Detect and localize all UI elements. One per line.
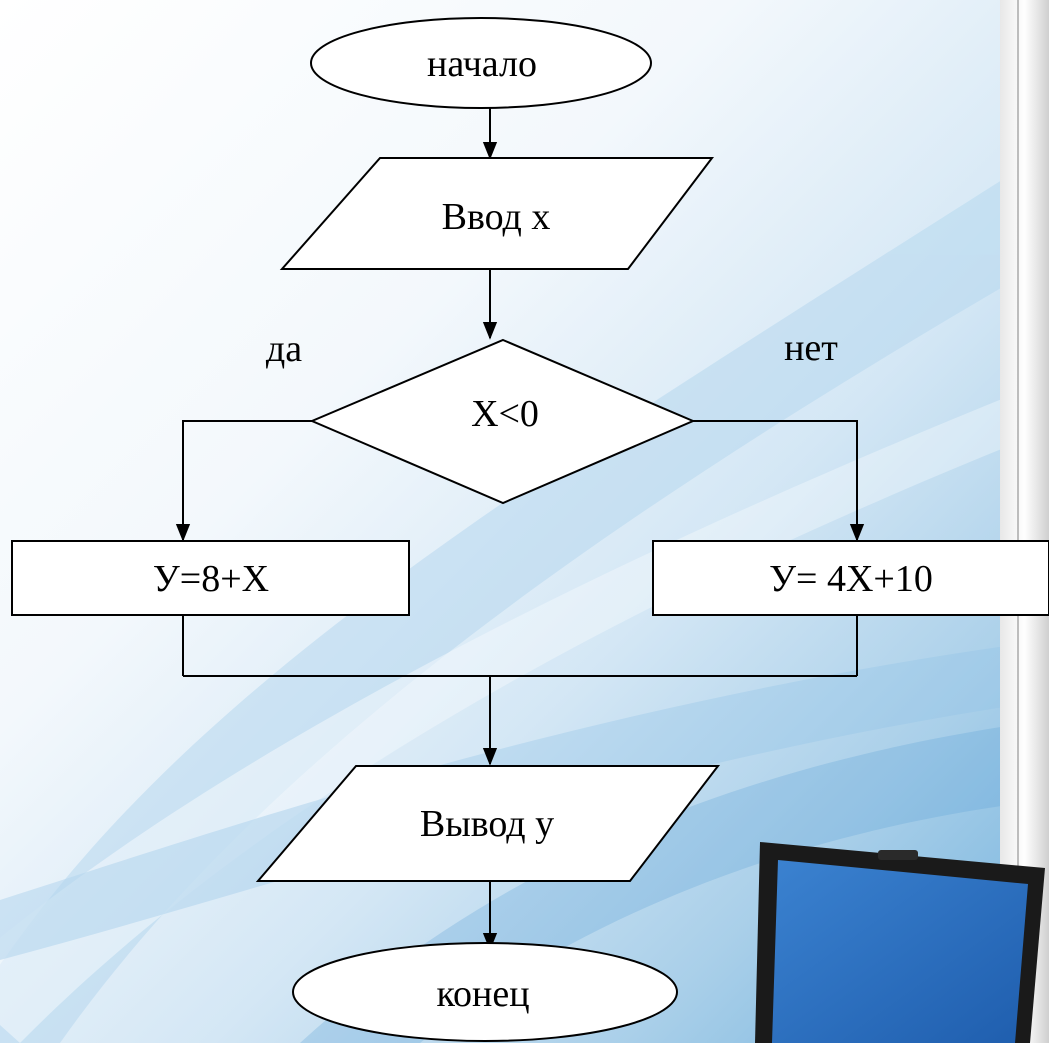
end-terminator	[292, 942, 678, 1042]
yes-branch-label: да	[266, 328, 302, 370]
input-label: Ввод x	[442, 196, 551, 238]
start-terminator	[310, 17, 652, 109]
output-label: Вывод у	[420, 803, 554, 845]
connector-no-branch	[693, 420, 865, 542]
no-action-process	[652, 540, 1049, 616]
condition-label: X<0	[471, 393, 539, 435]
input-parallelogram	[279, 157, 715, 270]
end-label: конец	[436, 973, 529, 1015]
no-branch-label: нет	[784, 327, 838, 369]
start-label: начало	[427, 43, 537, 85]
laptop-icon	[755, 842, 1045, 1043]
connector-yes-branch	[175, 420, 312, 542]
output-parallelogram	[255, 765, 721, 882]
connectors	[175, 107, 865, 951]
yes-action-process	[11, 540, 410, 616]
yes-action-label: У=8+X	[153, 558, 269, 600]
no-action-label: У= 4X+10	[769, 558, 933, 600]
condition-decision	[309, 338, 696, 505]
